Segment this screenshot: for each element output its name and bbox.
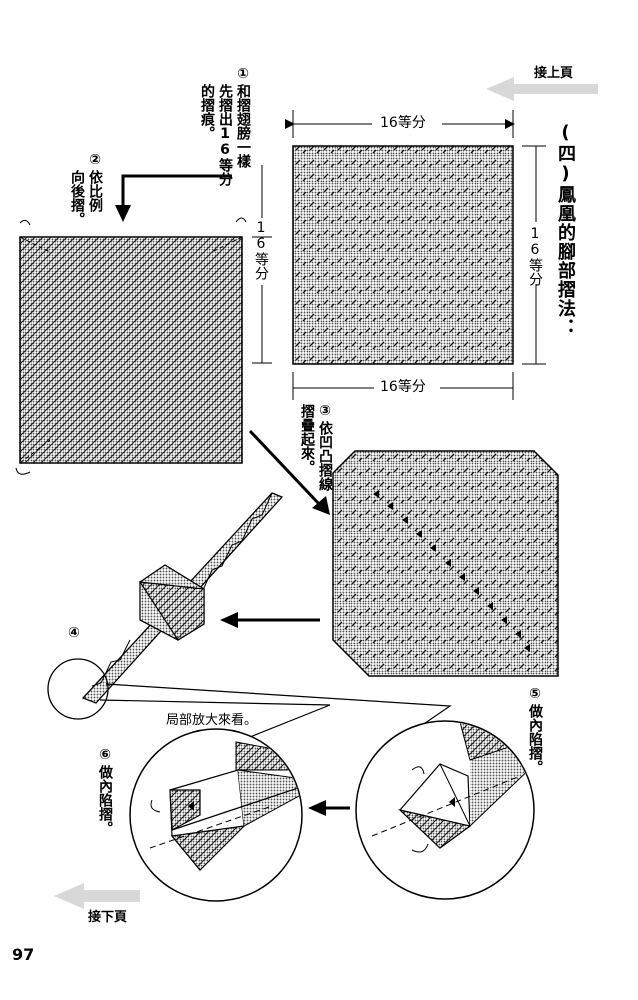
next-page-label[interactable]: 接下頁	[88, 910, 128, 925]
dimension-lines	[252, 110, 546, 400]
step3-text-line1: 依凹凸摺線	[317, 421, 333, 491]
next-page-arrow-icon	[54, 883, 140, 909]
step4-marker: ④	[68, 625, 80, 641]
crease-pattern-square	[292, 145, 514, 365]
section-title: (四)鳳凰的腳部摺法：	[555, 122, 576, 337]
left-height-label: 16等分	[253, 220, 269, 280]
step3-marker: ③	[317, 403, 333, 419]
prev-page-arrow-icon	[486, 77, 598, 101]
step2-marker: ②	[87, 152, 103, 168]
prev-page-label[interactable]: 接上頁	[534, 66, 574, 81]
step4-folded-strip	[47, 492, 284, 720]
step2-text-line1: 依比例	[87, 170, 103, 212]
top-width-label: 16等分	[380, 115, 426, 131]
right-height-label: 16等分	[527, 226, 543, 286]
step1-text-line1: 和摺翅膀一樣	[235, 84, 251, 168]
step2-text-line2: 向後摺。	[69, 170, 85, 226]
zoom-caption: 局部放大來看。	[166, 713, 258, 728]
folded-octagon-sheet	[332, 450, 559, 677]
step1-marker: ①	[235, 66, 251, 82]
step6-marker: ⑥	[97, 747, 113, 763]
page-number: 97	[12, 945, 35, 964]
step5-zoom-circle	[355, 720, 535, 900]
step6-zoom-circle	[129, 728, 303, 902]
step1-text-line3: 的摺痕。	[199, 84, 215, 140]
step5-text: 做內陷摺。	[527, 704, 543, 774]
bottom-width-label: 16等分	[380, 379, 426, 395]
step3-text-line2: 摺疊起來。	[299, 404, 315, 474]
step6-text: 做內陷摺。	[97, 765, 113, 835]
step1-text-line2: 先摺出16等分	[217, 84, 233, 186]
step2-square-diagram	[15, 217, 247, 475]
step5-marker: ⑤	[527, 686, 543, 702]
